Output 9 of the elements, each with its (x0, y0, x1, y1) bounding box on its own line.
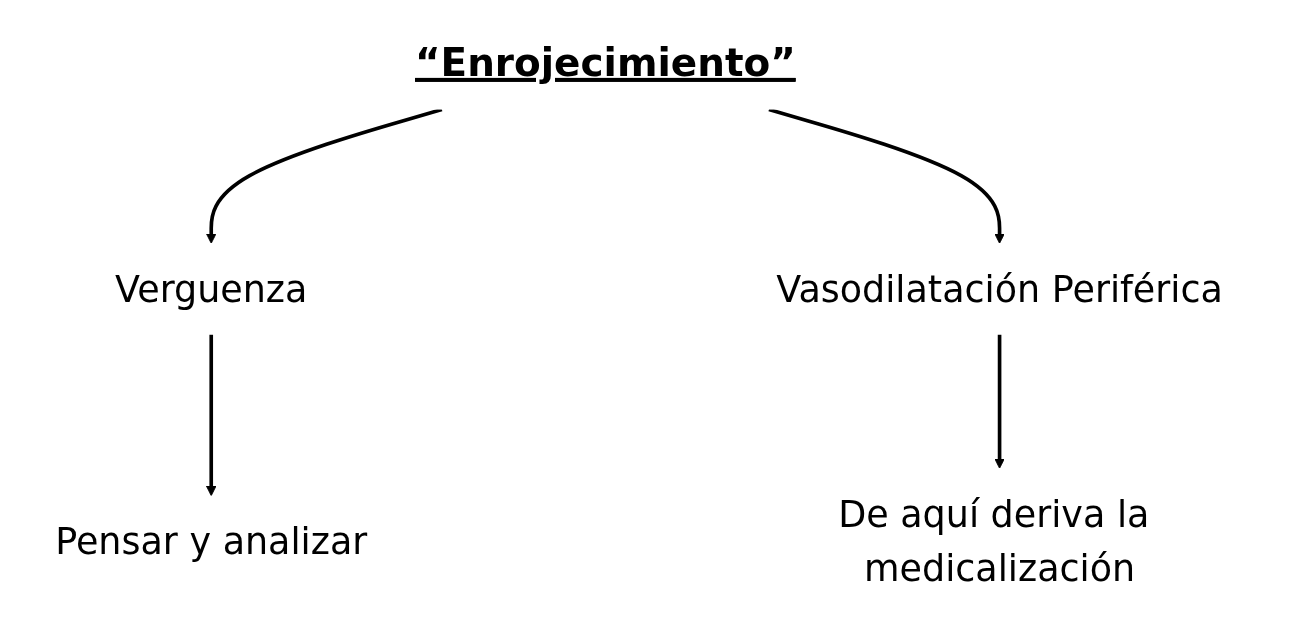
arrow (205, 107, 442, 244)
arrow (993, 334, 1005, 469)
node-text: “Enrojecimiento” (414, 38, 796, 85)
node-text: De aquí deriva la medicalización (837, 492, 1149, 590)
arrow (205, 334, 217, 496)
node-text: Pensar y analizar (54, 519, 367, 563)
node-text: Vasodilatación Periférica (775, 267, 1223, 310)
arrow (767, 107, 1005, 244)
node-text: Verguenza (114, 267, 307, 310)
